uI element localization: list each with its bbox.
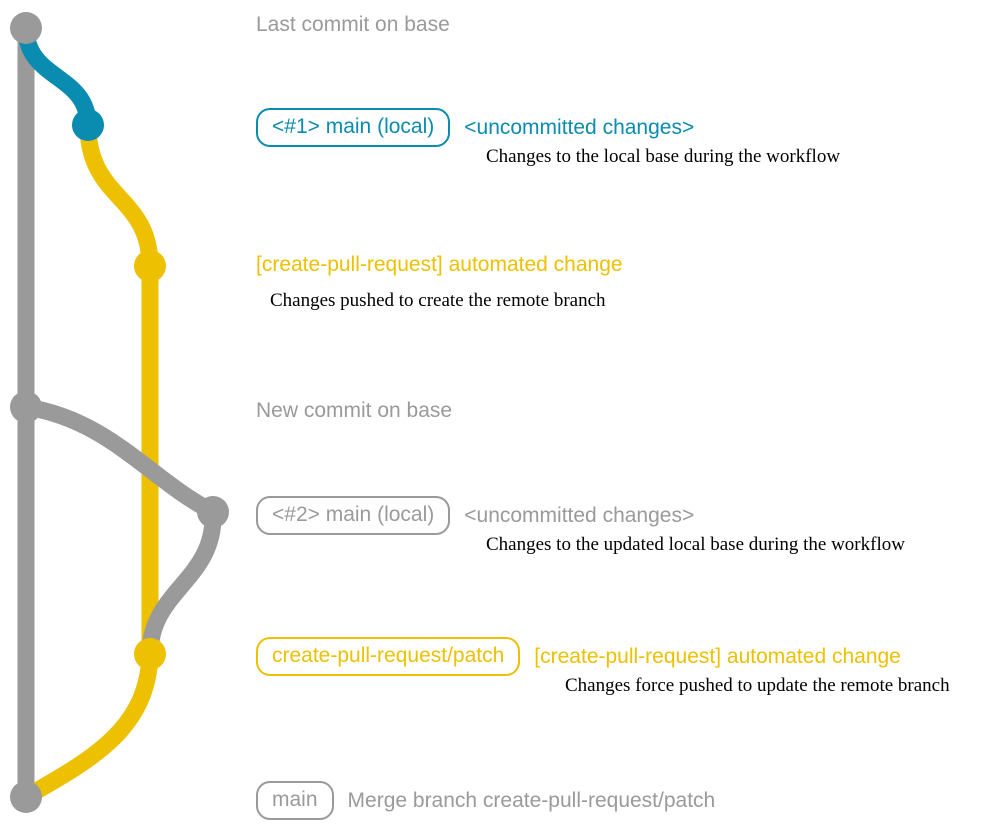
row-patch-commit-1: [create-pull-request] automated change [256, 252, 623, 278]
gold-branch-line-upper [79, 116, 159, 275]
node-local-commit-1 [72, 109, 104, 141]
last-commit-title: Last commit on base [256, 13, 450, 36]
row-patch-commit-2: create-pull-request/patch [create-pull-r… [256, 637, 901, 676]
new-commit-title: New commit on base [256, 399, 453, 422]
branch-badge-main-local-1[interactable]: <#1> main (local) [256, 108, 451, 147]
branch-badge-main[interactable]: main [256, 781, 334, 820]
branch-badge-create-pull-request-patch[interactable]: create-pull-request/patch [256, 637, 521, 676]
commit-message-patch-2: [create-pull-request] automated change [534, 644, 901, 668]
commit-message-local-1: <uncommitted changes> [464, 115, 695, 139]
commit-message-local-2: <uncommitted changes> [464, 503, 695, 527]
node-local-commit-2 [197, 496, 229, 528]
node-patch-commit-1 [134, 250, 166, 282]
node-patch-commit-2 [134, 638, 166, 670]
gold-merge-line [17, 645, 159, 806]
teal-branch-line [17, 19, 97, 134]
subtitle-local-commit-2: Changes to the updated local base during… [486, 534, 905, 555]
branch-badge-main-local-2[interactable]: <#2> main (local) [256, 496, 451, 535]
subtitle-local-commit-1: Changes to the local base during the wor… [486, 146, 841, 167]
gray-branch-line-right [17, 398, 222, 521]
commit-message-patch-1: [create-pull-request] automated change [256, 253, 623, 276]
row-merge-commit: main Merge branch create-pull-request/pa… [256, 781, 715, 820]
commit-message-merge: Merge branch create-pull-request/patch [347, 788, 716, 812]
subtitle-patch-commit-2: Changes force pushed to update the remot… [565, 675, 950, 696]
row-local-commit-1: <#1> main (local) <uncommitted changes> [256, 108, 694, 147]
row-last-commit-on-base: Last commit on base [256, 12, 450, 38]
subtitle-patch-commit-1: Changes pushed to create the remote bran… [270, 290, 606, 311]
node-last-commit-on-base [10, 12, 42, 44]
gray-branch-line-down [141, 503, 222, 663]
node-new-commit-on-base [10, 391, 42, 423]
row-new-commit-on-base: New commit on base [256, 398, 452, 424]
row-local-commit-2: <#2> main (local) <uncommitted changes> [256, 496, 694, 535]
node-merge-commit [10, 781, 42, 813]
